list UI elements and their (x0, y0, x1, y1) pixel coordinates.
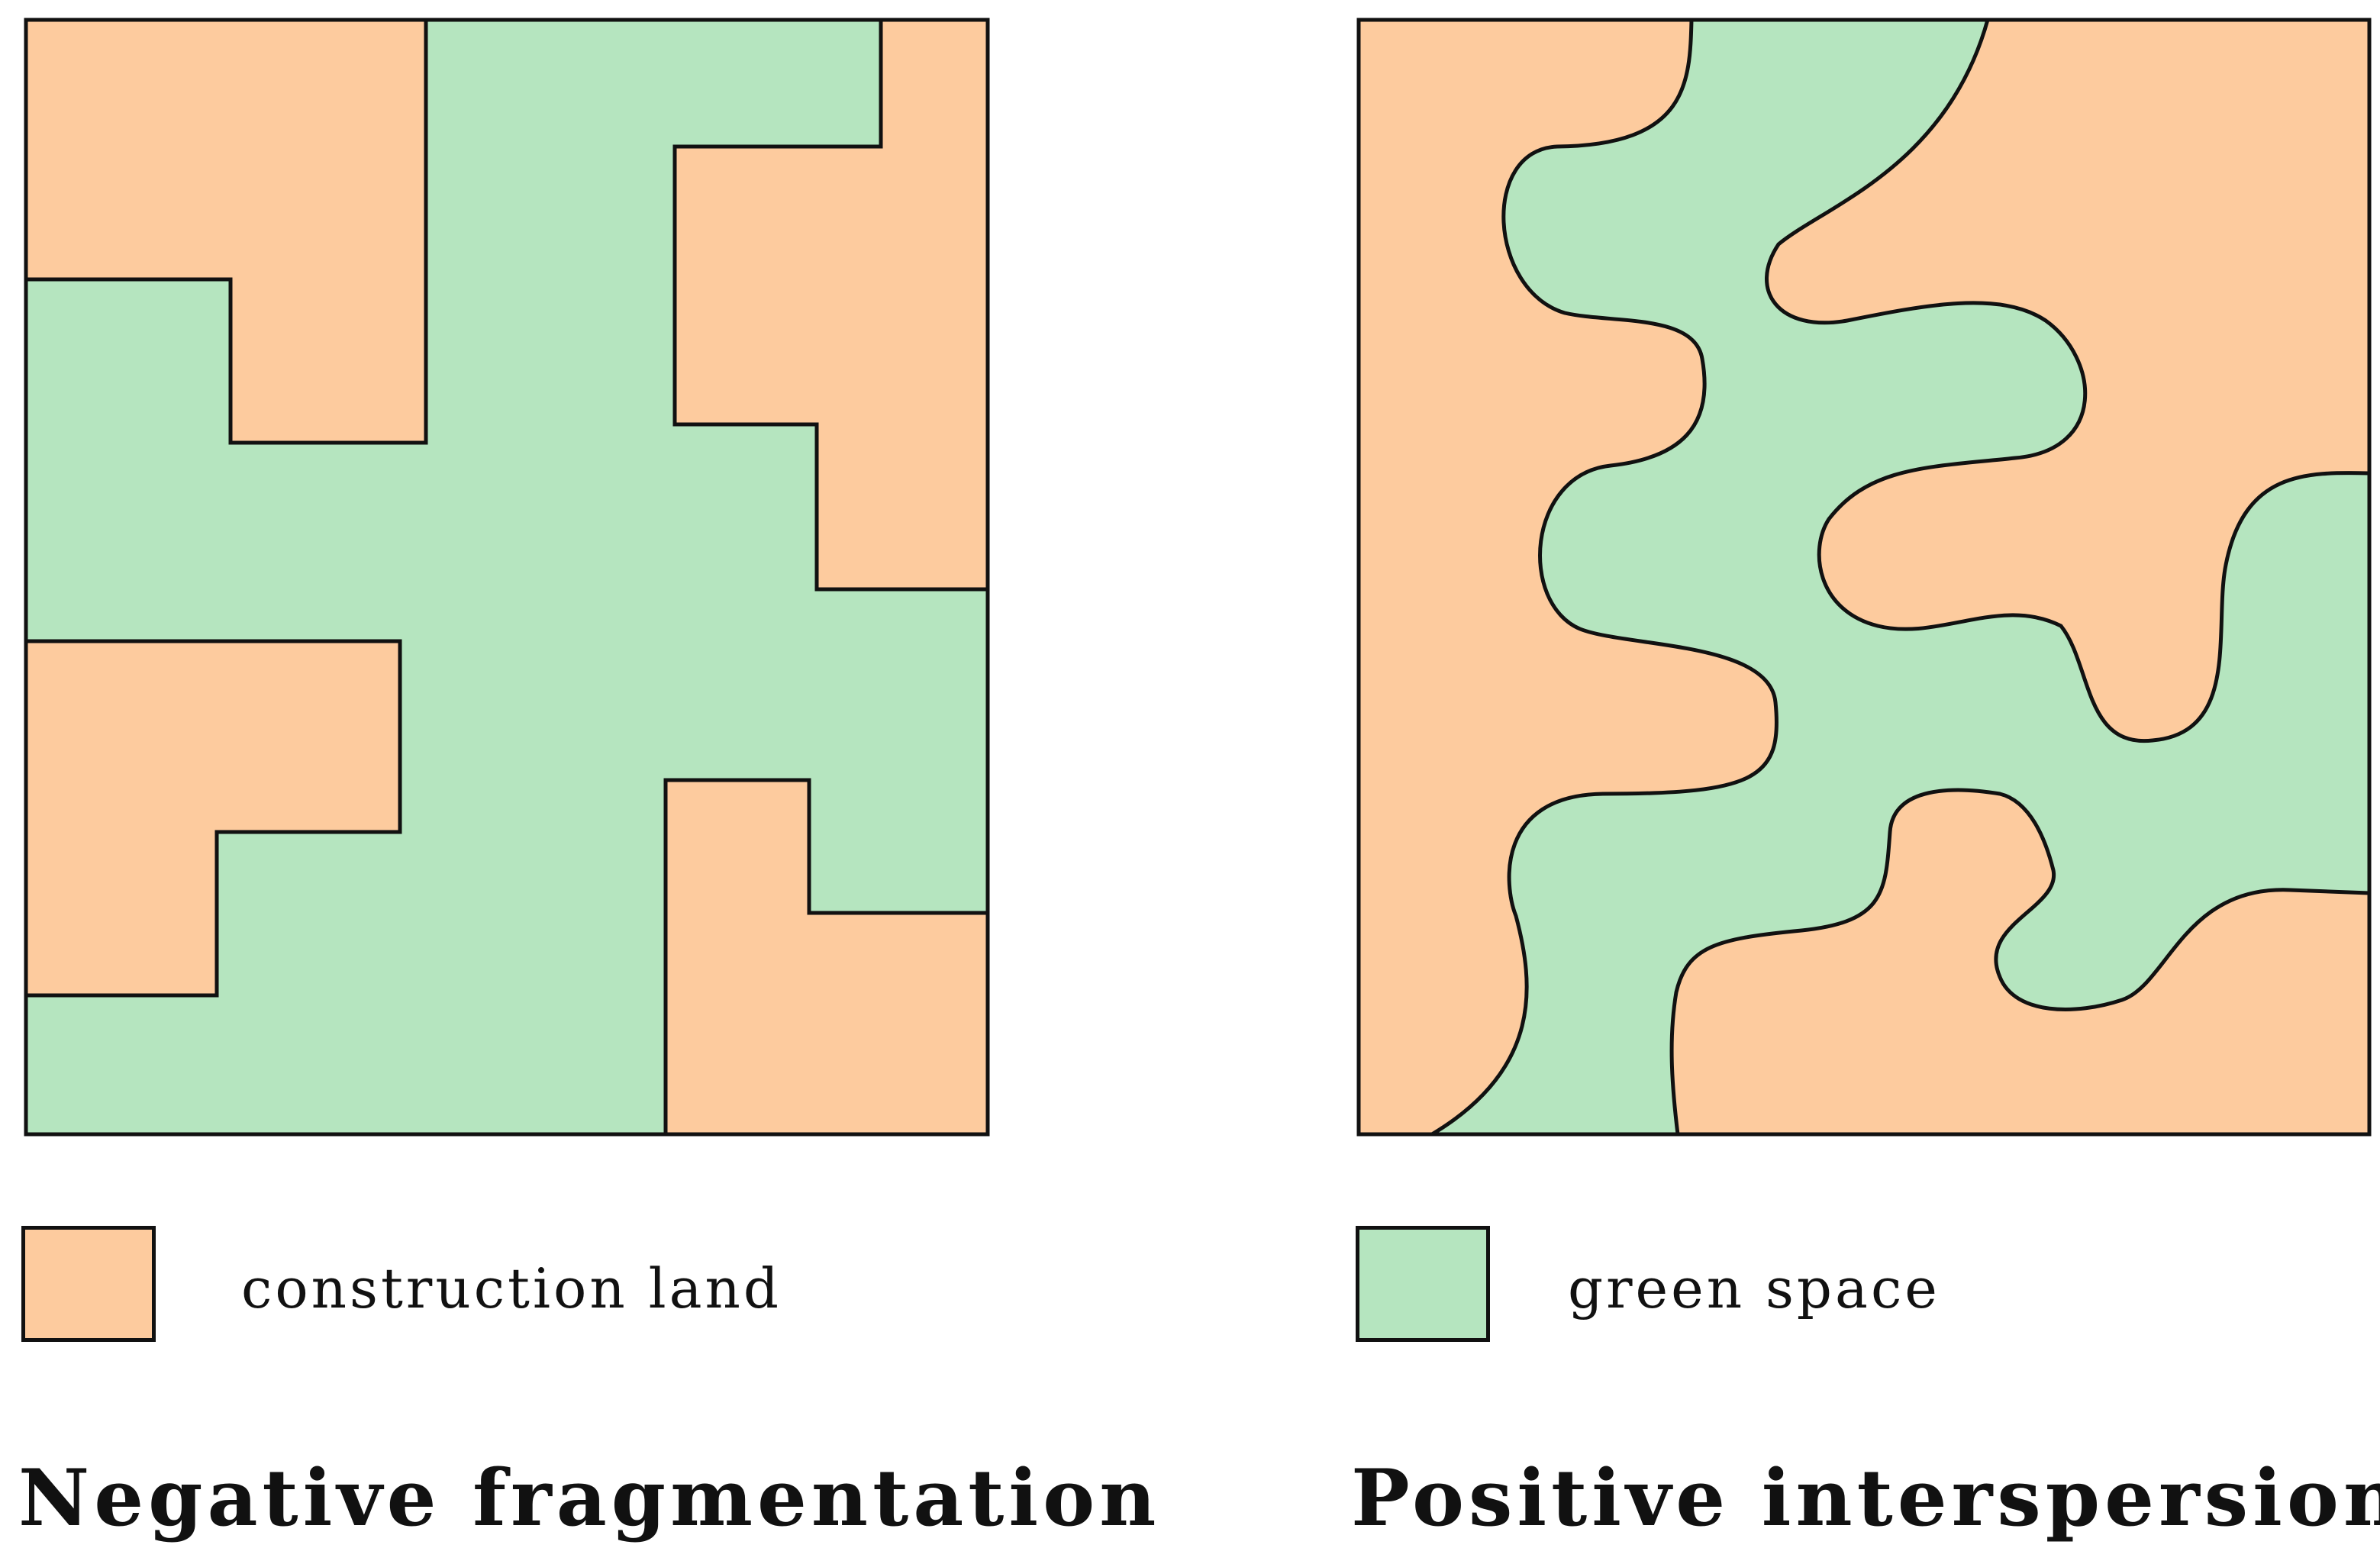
positive-interspersion-caption: Positive interspersion (1351, 1453, 2380, 1544)
positive-interspersion-diagram (1356, 18, 2372, 1137)
left-panel-frame (24, 18, 990, 1137)
negative-fragmentation-caption: Negative fragmentation (18, 1453, 1161, 1544)
right-panel-frame (1356, 18, 2372, 1137)
construction-land-label: construction land (241, 1256, 782, 1321)
green-space-patch (1424, 18, 2372, 1137)
green-space-swatch (1356, 1226, 1490, 1342)
green-space-label: green space (1568, 1256, 1940, 1321)
construction-land-swatch (21, 1226, 156, 1342)
negative-fragmentation-diagram (24, 18, 990, 1137)
